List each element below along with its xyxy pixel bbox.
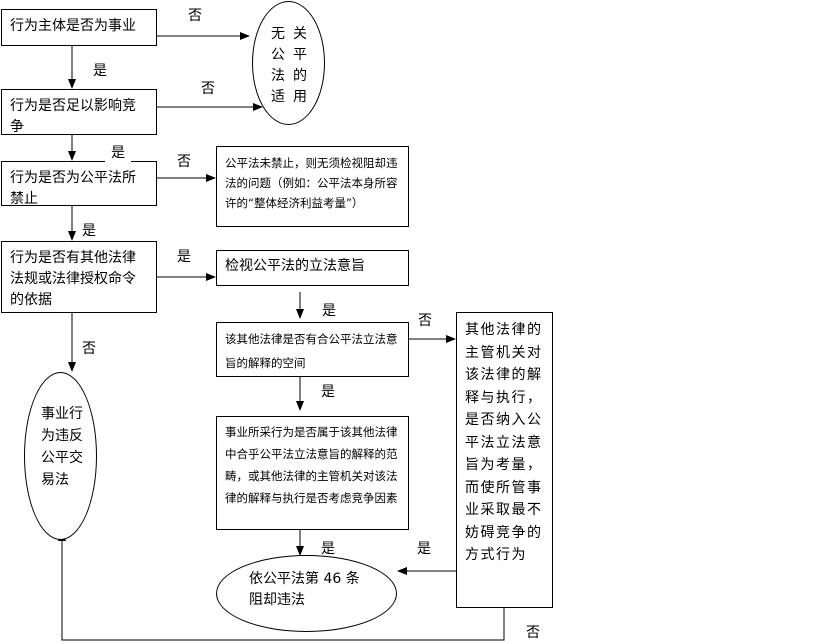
not-prohibited-text: 公平法未禁止，则无须检视阻却违法的问题（例如：公平法本身所容许的“整体经济利益考… xyxy=(225,156,398,210)
q4-box: 行为是否有其他法律法规或法律授权命令的依据 xyxy=(1,241,157,313)
exemption-ellipse: 依公平法第 46 条阻却违法 xyxy=(216,555,397,632)
label-yes: 是 xyxy=(105,142,131,162)
q2-box: 行为是否足以影响竞争 xyxy=(1,89,157,135)
q3-text: 行为是否为公平法所禁止 xyxy=(10,170,136,206)
label-no: 否 xyxy=(82,341,96,357)
violation-ellipse: 事业行为违反公平交易法 xyxy=(24,372,97,540)
no-apply-text: 无关公平法的适用 xyxy=(271,26,315,105)
label-yes: 是 xyxy=(93,63,107,79)
not-prohibited-box: 公平法未禁止，则无须检视阻却违法的问题（例如：公平法本身所容许的“整体经济利益考… xyxy=(216,146,409,227)
q2-text: 行为是否足以影响竞争 xyxy=(10,98,136,135)
review-intent-text: 检视公平法的立法意旨 xyxy=(225,258,365,274)
label-yes: 是 xyxy=(177,249,191,265)
label-yes: 是 xyxy=(321,384,335,400)
q1-box: 行为主体是否为事业 xyxy=(1,9,157,46)
q1-text: 行为主体是否为事业 xyxy=(10,18,136,34)
label-no: 否 xyxy=(201,81,215,97)
q6-box: 事业所采行为是否属于该其他法律中合乎公平法立法意旨的解释的范畴，或其他法律的主管… xyxy=(216,416,409,530)
arrow-q7-no xyxy=(58,531,505,641)
q7-text: 其他法律的主管机关对该法律的解释与执行，是否纳入公平法立法意旨为考量，而使所管事… xyxy=(465,322,543,563)
label-yes: 是 xyxy=(82,223,96,239)
violation-text: 事业行为违反公平交易法 xyxy=(41,406,83,488)
label-no: 否 xyxy=(418,313,432,329)
label-yes: 是 xyxy=(322,303,336,319)
label-yes: 是 xyxy=(417,541,431,557)
q4-text: 行为是否有其他法律法规或法律授权命令的依据 xyxy=(10,250,136,308)
q5-box: 该其他法律是否有合公平法立法意旨的解释的空间 xyxy=(216,322,409,377)
label-no: 否 xyxy=(526,625,540,641)
q7-box: 其他法律的主管机关对该法律的解释与执行，是否纳入公平法立法意旨为考量，而使所管事… xyxy=(456,312,553,608)
label-yes: 是 xyxy=(321,541,335,557)
exemption-text: 依公平法第 46 条阻却违法 xyxy=(249,571,360,608)
review-intent-box: 检视公平法的立法意旨 xyxy=(216,250,409,286)
no-apply-ellipse: 无关公平法的适用 xyxy=(252,1,325,125)
q3-box: 行为是否为公平法所禁止 xyxy=(1,161,157,206)
label-no: 否 xyxy=(177,154,191,170)
q5-text: 该其他法律是否有合公平法立法意旨的解释的空间 xyxy=(225,332,398,370)
q6-text: 事业所采行为是否属于该其他法律中合乎公平法立法意旨的解释的范畴，或其他法律的主管… xyxy=(225,425,398,505)
label-no: 否 xyxy=(188,8,202,24)
